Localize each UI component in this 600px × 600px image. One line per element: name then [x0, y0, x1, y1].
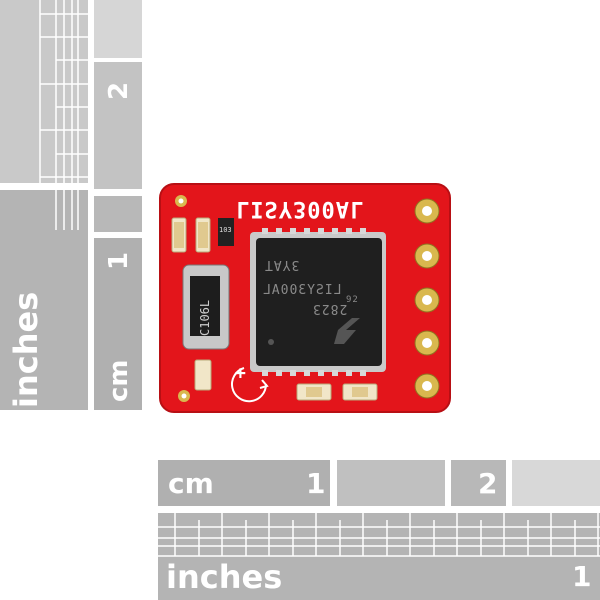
horizontal-ruler-cm-number-1: 1: [306, 467, 326, 500]
smd-capacitors-top: [171, 217, 234, 253]
horizontal-ruler-cm-label: cm: [168, 467, 214, 500]
vertical-ruler-inch-number: 2: [104, 81, 134, 100]
rotation-icon: [231, 367, 269, 403]
horizontal-ruler-ticks: [158, 513, 600, 557]
resistor-code: 103: [219, 226, 232, 234]
vertical-ruler-cm-label: cm: [104, 359, 134, 402]
chip-marking-small: 92: [346, 295, 359, 305]
horizontal-ruler: [158, 460, 600, 600]
vertical-ruler-ticks: [39, 0, 88, 230]
tantalum-capacitor: [182, 264, 230, 350]
board-silkscreen-title: LISY300AL: [236, 196, 365, 221]
vertical-ruler: [0, 0, 142, 410]
accelerometer-chip: [250, 228, 386, 376]
capacitor-label: C106L: [198, 299, 212, 336]
chip-marking-line-2: LISY300AL: [262, 283, 342, 298]
st-logo-icon: [334, 318, 360, 344]
vertical-ruler-inches-label: inches: [7, 291, 45, 408]
chip-marking-line-1: 3YAT: [264, 257, 300, 272]
horizontal-ruler-inches-label: inches: [166, 558, 283, 596]
header-pins: [414, 198, 440, 399]
breakout-board: [159, 183, 451, 413]
chip-marking-line-3: 2823: [312, 301, 348, 316]
horizontal-ruler-cm-number-2: 2: [478, 467, 498, 500]
horizontal-ruler-inch-number: 1: [572, 560, 592, 593]
rotation-plus-sign: +: [235, 363, 246, 384]
vertical-ruler-cm-number: 1: [104, 251, 134, 270]
